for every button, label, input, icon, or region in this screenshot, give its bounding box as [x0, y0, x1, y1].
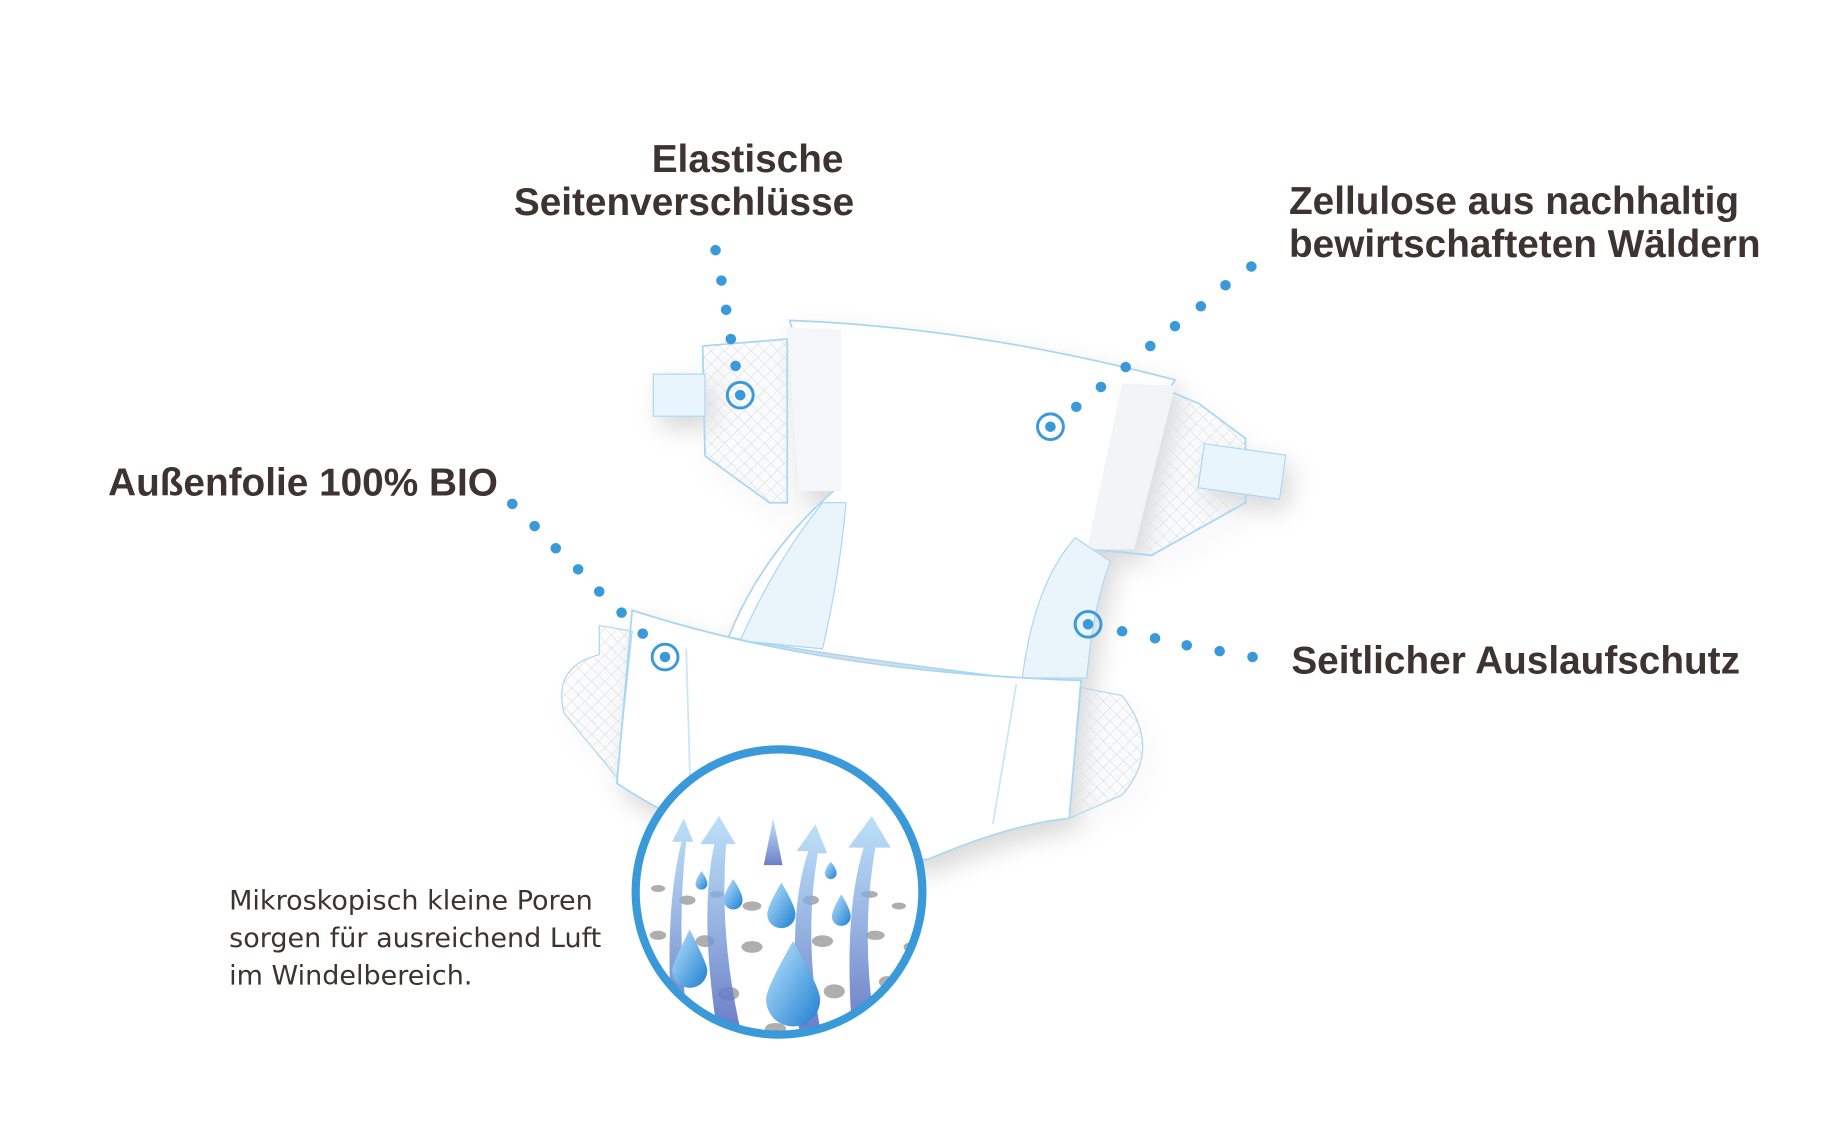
magnifier-ring: [631, 745, 927, 1039]
target-marker-icon: [1036, 412, 1065, 442]
label-side-closures-line1: Elastische: [652, 138, 844, 181]
label-cellulose-line2: bewirtschafteten Wäldern: [1289, 223, 1761, 266]
label-leak-guard: Seitlicher Auslaufschutz: [1291, 639, 1740, 682]
pores-note-line1: Mikroskopisch kleine Poren: [229, 886, 593, 917]
pores-note-line2: sorgen für ausreichend Luft: [229, 923, 601, 954]
water-drops-icon: [672, 861, 851, 1027]
label-cellulose: Zellulose aus nachhaltig bewirtschaftete…: [1289, 180, 1761, 266]
target-marker-icon: [1073, 609, 1103, 639]
callout-side-closures: [710, 244, 755, 410]
pores-magnifier: [631, 745, 927, 1039]
callout-cellulose: [1036, 261, 1257, 442]
pores-note-line3: im Windelbereich.: [229, 960, 472, 991]
label-cellulose-line1: Zellulose aus nachhaltig: [1289, 180, 1739, 223]
label-outer-film: Außenfolie 100% BIO: [108, 462, 498, 505]
target-marker-icon: [725, 380, 755, 410]
target-marker-icon: [650, 642, 680, 672]
callout-outer-film: [507, 498, 680, 672]
pores-note: Mikroskopisch kleine Poren sorgen für au…: [229, 886, 610, 992]
label-side-closures: Elastische Seitenverschlüsse: [514, 138, 854, 224]
diaper-illustration: [561, 319, 1287, 866]
callout-leak-guard: [1073, 609, 1258, 663]
label-side-closures-line2: Seitenverschlüsse: [514, 181, 854, 224]
